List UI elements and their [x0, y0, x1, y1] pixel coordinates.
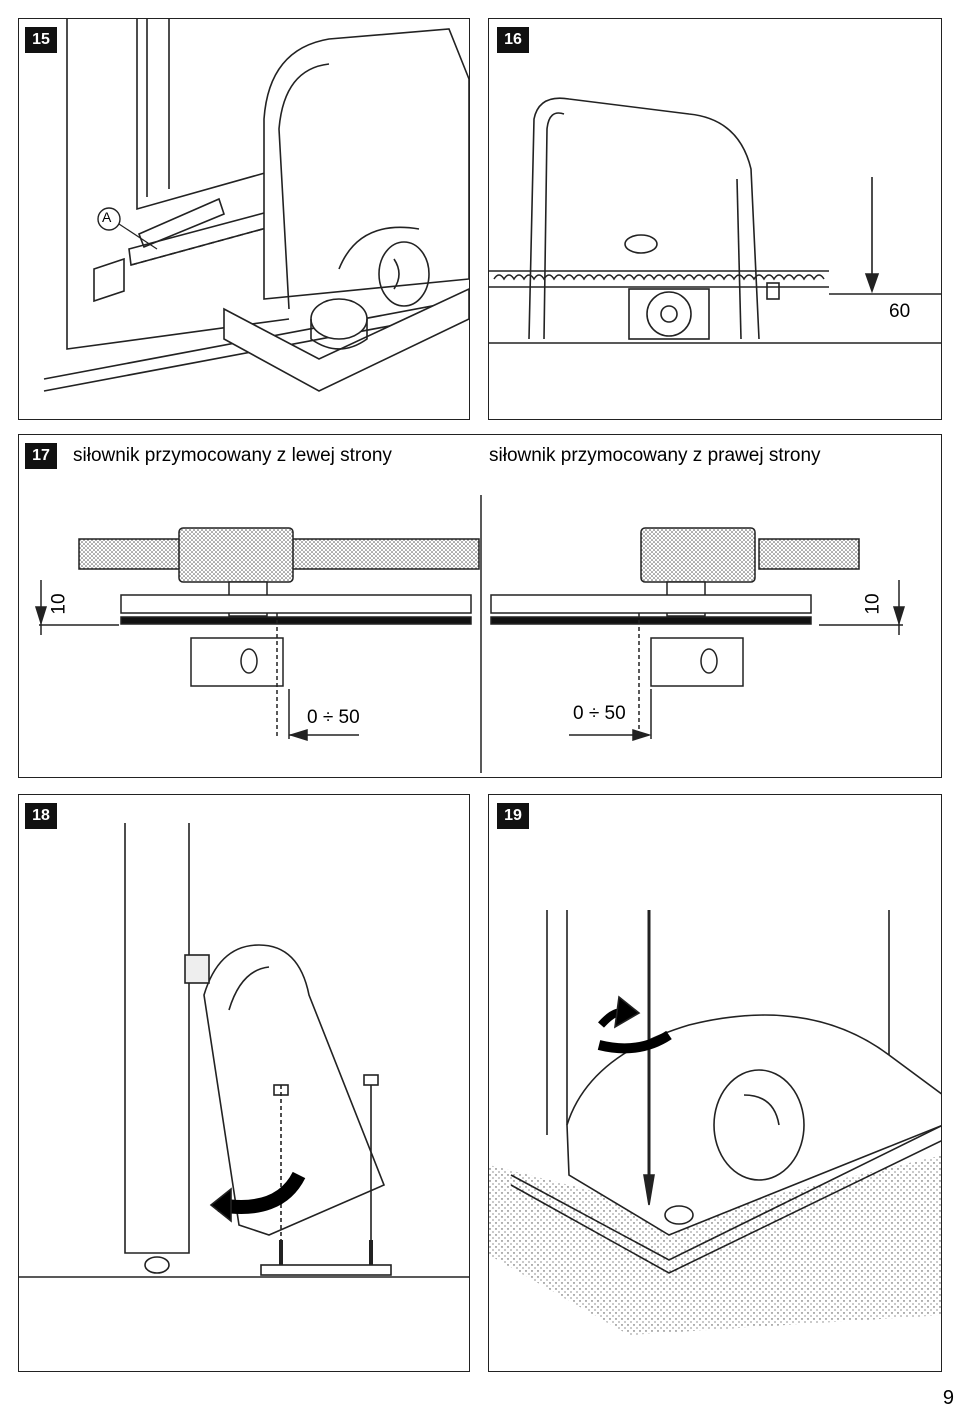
- figure-18-panel: 18: [18, 794, 470, 1372]
- mounting-offset-diagram: [34, 495, 906, 773]
- figure-19-number: 19: [497, 803, 529, 829]
- screwdriver-fixing-illustration: [489, 910, 941, 1335]
- dimension-range-right: 0 ÷ 50: [573, 703, 626, 724]
- figure-16-number: 16: [497, 27, 529, 53]
- dimension-range-left: 0 ÷ 50: [307, 707, 360, 728]
- figure-19-panel: 19: [488, 794, 942, 1372]
- dimension-60-label: 60: [889, 301, 911, 322]
- caption-left-mount: siłownik przymocowany z lewej strony: [73, 445, 392, 466]
- callout-a-marker: [97, 207, 121, 231]
- caption-right-mount: siłownik przymocowany z prawej strony: [489, 445, 821, 466]
- motor-tilt-installation-illustration: [19, 823, 469, 1278]
- figure-18-number: 18: [25, 803, 57, 829]
- callout-a-label: A: [102, 209, 112, 225]
- page-number: 9: [942, 1387, 954, 1409]
- dimension-10-right: 10: [862, 593, 884, 615]
- figure-15-panel: 15: [18, 18, 470, 420]
- figure-17-number: 17: [25, 443, 57, 469]
- figure-16-panel: 16 60: [488, 18, 942, 420]
- motor-rack-height-illustration: [489, 97, 941, 344]
- dimension-10-left: 10: [48, 593, 70, 615]
- figure-15-number: 15: [25, 27, 57, 53]
- gate-motor-rack-illustration: [43, 19, 469, 392]
- figure-17-panel: 17 siłownik przymocowany z lewej strony …: [18, 434, 942, 778]
